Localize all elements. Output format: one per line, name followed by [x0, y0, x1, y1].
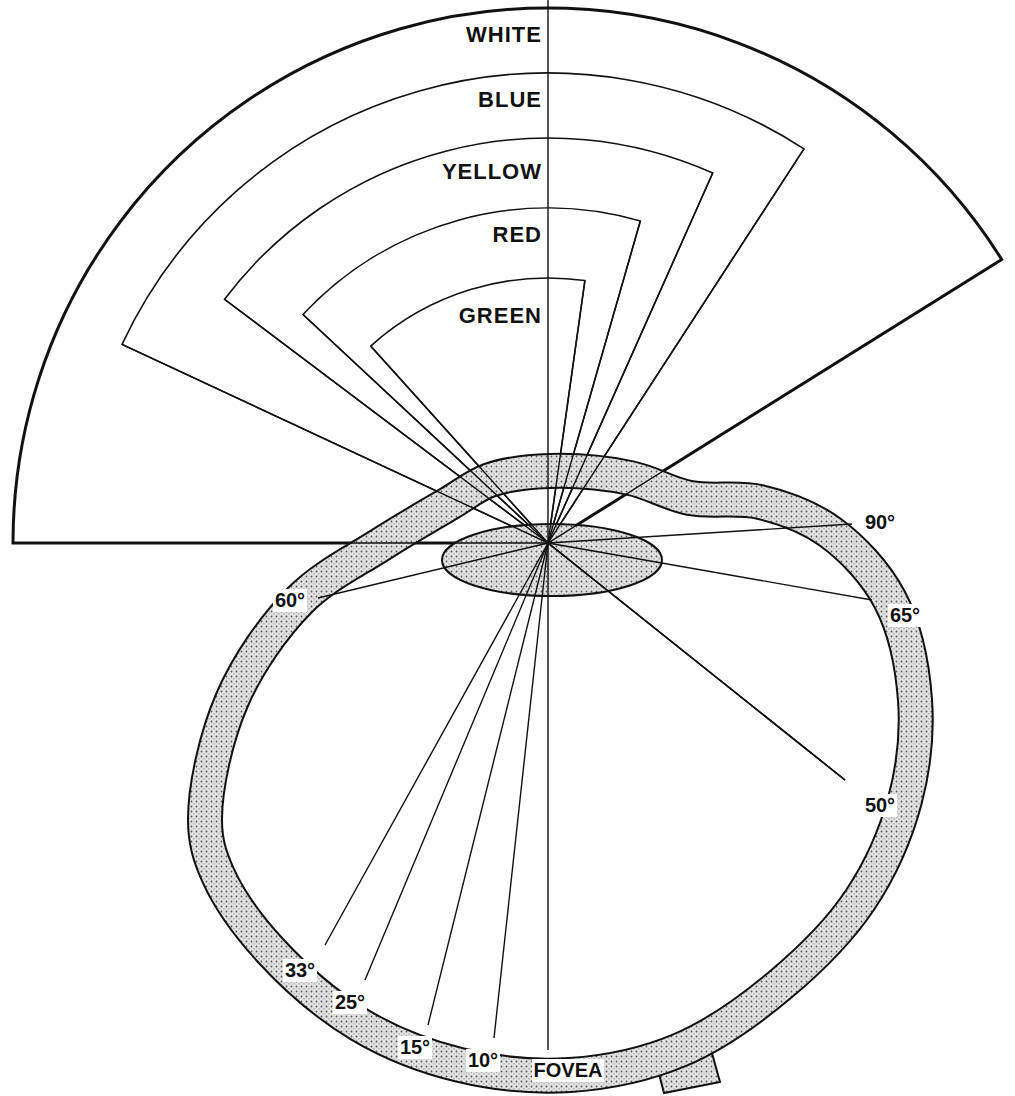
projection-line [371, 346, 845, 780]
projection-line [318, 259, 1002, 598]
projection-line [494, 281, 585, 1038]
projection-line [547, 0, 548, 1050]
eye-wall-outline [205, 471, 916, 1076]
projection-line [225, 299, 845, 780]
projection-line [325, 149, 804, 945]
retina-angle-label: 60° [273, 589, 307, 612]
retina-angle-label: 65° [888, 604, 922, 627]
eyeball [205, 471, 916, 1093]
retina-angle-label: FOVEA [532, 1059, 605, 1082]
color-field-label: BLUE [478, 87, 542, 112]
retina-angle-label: 90° [863, 511, 897, 534]
color-field-label: GREEN [459, 303, 542, 328]
projection-line [303, 315, 845, 780]
projection-lines [13, 0, 1002, 1050]
retina-angle-label: 33° [283, 959, 317, 982]
projection-line [365, 173, 713, 980]
retina-angle-label: 15° [398, 1036, 432, 1059]
retina-angle-label: 50° [863, 794, 897, 817]
projection-line [13, 524, 852, 543]
projection-line [428, 221, 640, 1025]
eye-wall [205, 471, 916, 1076]
projection-line [122, 344, 872, 600]
field-sector [122, 73, 804, 543]
color-field-label: RED [493, 222, 542, 247]
retina-angle-label: 10° [466, 1049, 500, 1072]
color-field-label: YELLOW [442, 159, 542, 184]
retina-angle-label: 25° [333, 991, 367, 1014]
color-field-label: WHITE [466, 22, 542, 47]
